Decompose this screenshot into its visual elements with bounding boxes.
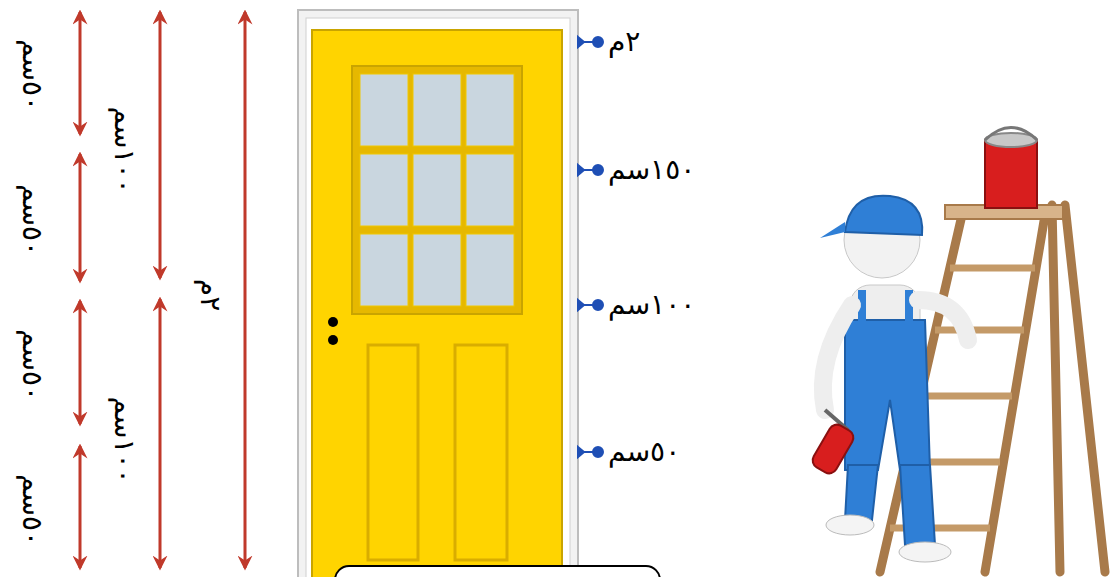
height-label: ٢م — [608, 28, 640, 56]
height-label: ٥٠سم — [608, 438, 680, 466]
dimension-label: ٥٠سم — [18, 184, 46, 256]
text-box — [335, 566, 660, 577]
painter-illustration — [810, 128, 1105, 573]
door — [298, 10, 578, 577]
dimension-label: ٢م — [196, 279, 224, 311]
dimension-label: ٥٠سم — [18, 329, 46, 401]
height-markers — [578, 37, 603, 457]
dimension-label: ٥٠سم — [18, 474, 46, 546]
height-label: ١٠٠سم — [608, 291, 695, 319]
dimension-label: ١٠٠سم — [110, 396, 138, 483]
dimension-label: ١٠٠سم — [110, 106, 138, 193]
height-label: ١٥٠سم — [608, 156, 695, 184]
dimension-label: ٥٠سم — [18, 39, 46, 111]
dimension-arrows — [80, 12, 245, 568]
